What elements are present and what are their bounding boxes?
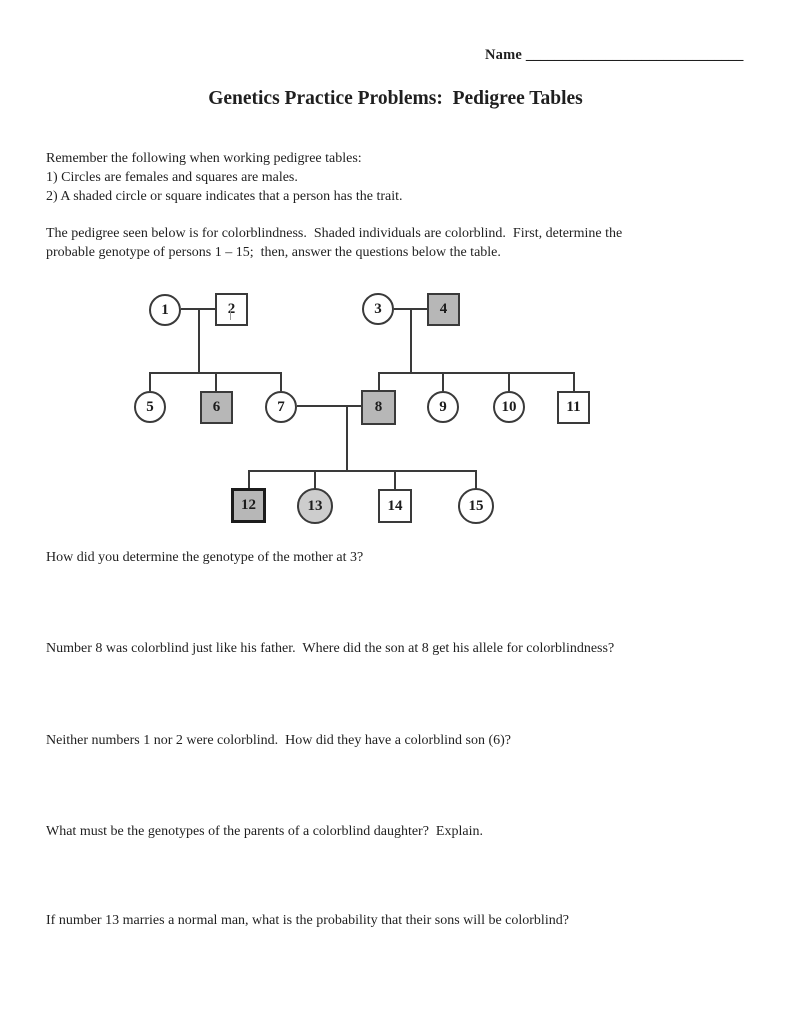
sibship-bar-right <box>378 372 575 374</box>
person-15-female-circle: 15 <box>458 488 494 524</box>
person-6-male-square-affected: 6 <box>200 391 233 424</box>
person-13-female-circle-affected: 13 <box>297 488 333 524</box>
stub-person-13 <box>314 470 316 489</box>
stub-person-12 <box>248 470 250 489</box>
question-1: How did you determine the genotype of th… <box>46 550 364 565</box>
person-11-male-square: 11 <box>557 391 590 424</box>
person-7-female-circle: 7 <box>265 391 297 423</box>
name-line: Name ______________________________ <box>485 47 743 64</box>
person-5-female-circle: 5 <box>134 391 166 423</box>
instructions-rule-1: 1) Circles are females and squares are m… <box>46 170 298 185</box>
person-4-male-square-affected: 4 <box>427 293 460 326</box>
stub-person-11 <box>573 372 575 391</box>
person-14-male-square: 14 <box>378 489 412 523</box>
stub-person-6 <box>215 372 217 391</box>
pedigree-description-line-1: The pedigree seen below is for colorblin… <box>46 226 623 241</box>
descent-line-couple-3-4 <box>410 308 412 374</box>
person-12-male-square-affected: 12 <box>231 488 266 523</box>
question-2: Number 8 was colorblind just like his fa… <box>46 641 615 656</box>
descent-line-couple-1-2 <box>198 308 200 374</box>
person-9-female-circle: 9 <box>427 391 459 423</box>
question-4: What must be the genotypes of the parent… <box>46 824 483 839</box>
stub-person-10 <box>508 372 510 391</box>
name-blank-line: ______________________________ <box>525 47 744 63</box>
instructions-intro: Remember the following when working pedi… <box>46 151 362 166</box>
person-2-male-square: 2 <box>215 293 248 326</box>
person-3-female-circle: 3 <box>362 293 394 325</box>
question-3: Neither numbers 1 nor 2 were colorblind.… <box>46 733 511 748</box>
person-8-male-square-affected: 8 <box>361 390 396 425</box>
person-1-female-circle: 1 <box>149 294 181 326</box>
question-5: If number 13 marries a normal man, what … <box>46 913 569 928</box>
descent-line-couple-7-8 <box>346 405 348 472</box>
stub-person-15 <box>475 470 477 489</box>
stub-person-9 <box>442 372 444 391</box>
page-title: Genetics Practice Problems: Pedigree Tab… <box>208 88 583 109</box>
sibship-bar-gen3 <box>248 470 477 472</box>
instructions-rule-2: 2) A shaded circle or square indicates t… <box>46 189 403 204</box>
person-10-female-circle: 10 <box>493 391 525 423</box>
stub-person-5 <box>149 372 151 391</box>
stub-person-7 <box>280 372 282 391</box>
pedigree-description-line-2: probable genotype of persons 1 – 15; the… <box>46 245 501 260</box>
name-label: Name <box>485 47 526 63</box>
stub-person-14 <box>394 470 396 489</box>
text-cursor-artifact <box>230 310 231 320</box>
couple-line-7-8 <box>297 405 361 407</box>
stub-person-8 <box>378 372 380 390</box>
